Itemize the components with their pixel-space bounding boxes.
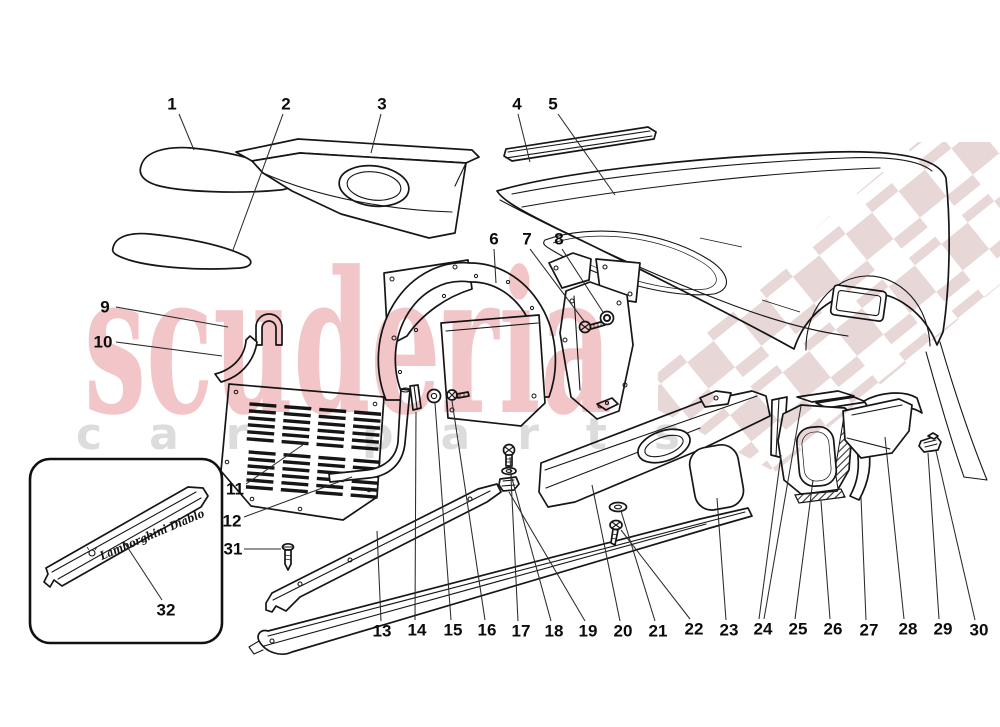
callout-10: 10 bbox=[94, 333, 113, 352]
callout-12: 12 bbox=[223, 512, 242, 531]
callout-18: 18 bbox=[545, 622, 564, 641]
callout-3: 3 bbox=[377, 95, 386, 114]
inset-box: Lamborghini Diablo bbox=[28, 457, 224, 645]
callout-32: 32 bbox=[157, 601, 176, 620]
leader-line-4 bbox=[517, 113, 531, 163]
part-screw-22 bbox=[609, 519, 623, 546]
leader-line-14 bbox=[414, 411, 417, 621]
leader-line-5 bbox=[557, 113, 616, 196]
leader-line-32 bbox=[123, 541, 163, 601]
callout-27: 27 bbox=[860, 621, 879, 640]
leader-line-24 bbox=[763, 405, 802, 620]
leader-line-19 bbox=[508, 491, 586, 622]
callout-16: 16 bbox=[478, 621, 497, 640]
watermark: scuderia car parts bbox=[76, 98, 1000, 511]
callout-15: 15 bbox=[444, 621, 463, 640]
leader-line-25 bbox=[794, 479, 814, 620]
leader-line-12 bbox=[243, 476, 353, 518]
leader-line-27 bbox=[860, 496, 867, 621]
watermark-brand: scuderia bbox=[84, 229, 612, 459]
callout-24: 24 bbox=[754, 620, 773, 639]
leader-line-2 bbox=[232, 113, 284, 251]
leader-line-9 bbox=[115, 306, 229, 328]
leader-line-10 bbox=[115, 341, 223, 357]
leader-line-23 bbox=[716, 497, 727, 621]
callout-17: 17 bbox=[512, 622, 531, 641]
leader-line-29 bbox=[927, 452, 940, 620]
leader-line-7 bbox=[529, 248, 585, 322]
leader-line-8 bbox=[561, 248, 604, 313]
leader-line-20 bbox=[591, 484, 621, 622]
callout-20: 20 bbox=[614, 622, 633, 641]
checkered-flag-watermark bbox=[610, 98, 1000, 511]
part-lower-grille bbox=[111, 232, 252, 270]
leader-line-16 bbox=[451, 400, 486, 621]
part-washer-18 bbox=[501, 466, 517, 476]
part-clip-nut-19 bbox=[498, 476, 520, 492]
part-j-strip bbox=[214, 335, 258, 383]
callout-29: 29 bbox=[934, 620, 953, 639]
callout-21: 21 bbox=[649, 622, 668, 641]
callout-13: 13 bbox=[373, 622, 392, 641]
callout-9: 9 bbox=[100, 298, 109, 317]
callout-4: 4 bbox=[512, 95, 522, 114]
leader-line-6 bbox=[493, 248, 497, 284]
part-wheel-arch-liner bbox=[377, 259, 634, 427]
callout-23: 23 bbox=[720, 621, 739, 640]
leader-line-15 bbox=[434, 402, 452, 621]
leader-line-30 bbox=[935, 450, 976, 621]
watermark-subtitle-right: parts bbox=[362, 409, 727, 460]
part-spacer-14 bbox=[409, 384, 422, 411]
callout-19: 19 bbox=[579, 622, 598, 641]
leader-line-28 bbox=[884, 436, 905, 620]
part-hatched-strip-26 bbox=[794, 488, 846, 504]
part-grommet-8 bbox=[599, 310, 615, 326]
leader-line-26 bbox=[820, 500, 831, 620]
callout-5: 5 bbox=[548, 95, 557, 114]
part-molding-strip bbox=[503, 126, 657, 162]
leader-line-11 bbox=[245, 441, 308, 485]
part-bolt-16 bbox=[446, 389, 470, 401]
callout-2: 2 bbox=[281, 95, 290, 114]
callout-22: 22 bbox=[685, 620, 704, 639]
leader-line-13 bbox=[376, 530, 382, 622]
leader-line-22 bbox=[620, 529, 691, 620]
leader-line-1 bbox=[178, 113, 195, 151]
callout-14: 14 bbox=[408, 621, 427, 640]
part-u-clip bbox=[255, 313, 283, 346]
part-panel-28 bbox=[842, 392, 923, 459]
callout-8: 8 bbox=[554, 230, 563, 249]
callout-25: 25 bbox=[789, 620, 808, 639]
leader-line-3 bbox=[370, 113, 382, 154]
part-screw-31 bbox=[281, 542, 295, 571]
part-sill-plate bbox=[265, 483, 502, 613]
callout-6: 6 bbox=[489, 230, 498, 249]
callout-26: 26 bbox=[824, 620, 843, 639]
callout-1: 1 bbox=[167, 95, 176, 114]
part-washer-21 bbox=[608, 501, 628, 513]
leader-line-18 bbox=[510, 474, 552, 622]
callout-30: 30 bbox=[970, 621, 989, 640]
part-air-scoop bbox=[235, 138, 480, 239]
part-grommet-15 bbox=[426, 388, 442, 404]
callout-31: 31 bbox=[224, 540, 243, 559]
callout-11: 11 bbox=[226, 480, 244, 499]
callout-28: 28 bbox=[899, 620, 918, 639]
leader-line-21 bbox=[620, 510, 656, 622]
part-clip-29-30 bbox=[918, 432, 942, 453]
callout-7: 7 bbox=[522, 230, 531, 249]
leader-line-24 bbox=[758, 454, 782, 620]
watermark-subtitle-left: car bbox=[76, 409, 294, 460]
leader-line-17 bbox=[509, 456, 519, 622]
